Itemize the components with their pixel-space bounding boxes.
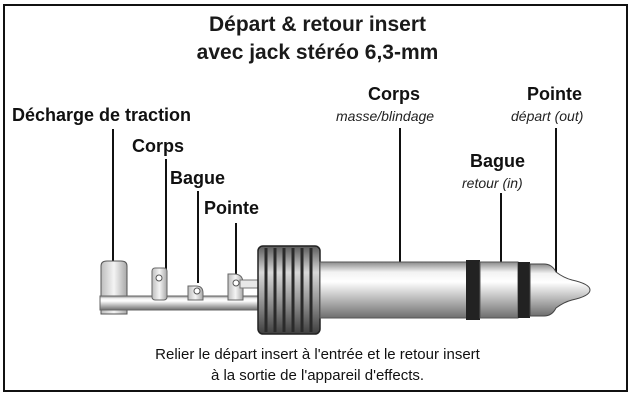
leader-lines	[112, 128, 557, 283]
caption-line-1: Relier le départ insert à l'entrée et le…	[155, 346, 480, 363]
insulator-2	[518, 262, 530, 318]
caption-line-2: à la sortie de l'appareil d'effects.	[210, 367, 425, 384]
plug-tip	[529, 263, 591, 317]
label-lug-ring: Bague	[170, 168, 226, 188]
label-plug-ring: Bague	[470, 151, 526, 171]
threaded-collar	[257, 245, 321, 335]
label-plug-sleeve-desc: masse/blindage	[336, 108, 435, 124]
label-plug-tip-desc: départ (out)	[511, 108, 584, 124]
title-line-2: avec jack stéréo 6,3-mm	[196, 41, 439, 64]
plug-ring	[479, 261, 519, 319]
label-strain-relief: Décharge de traction	[12, 105, 192, 125]
solder-lug-assembly	[99, 260, 263, 315]
label-plug-sleeve: Corps	[368, 84, 421, 104]
label-plug-tip: Pointe	[527, 84, 583, 104]
label-lug-sleeve: Corps	[132, 136, 185, 156]
label-lug-tip: Pointe	[204, 198, 260, 218]
plug-sleeve	[319, 261, 469, 319]
insulator-1	[466, 260, 480, 320]
label-plug-ring-desc: retour (in)	[462, 175, 523, 191]
title-line-1: Départ & retour insert	[208, 13, 427, 36]
